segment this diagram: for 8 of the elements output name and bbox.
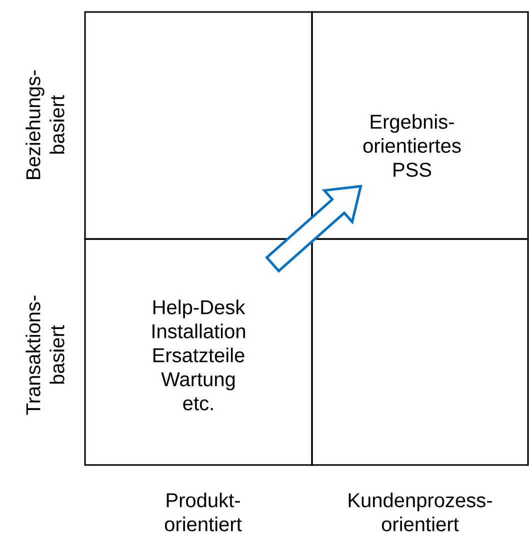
axis-label: Produkt- orientiert (164, 492, 242, 532)
quadrant-box: Help-Desk Installation Ersatzteile Wartung etc. (84, 238, 313, 466)
axis-label: Kundenprozess- orientiert (348, 492, 492, 532)
quadrant-box (84, 11, 313, 240)
quadrant-box: Ergebnis- orientiertes PSS (311, 11, 529, 240)
quadrant-box (311, 238, 529, 466)
axis-label: Beziehungs- basiert (26, 70, 64, 179)
axis-label: Transaktions- basiert (26, 296, 64, 415)
